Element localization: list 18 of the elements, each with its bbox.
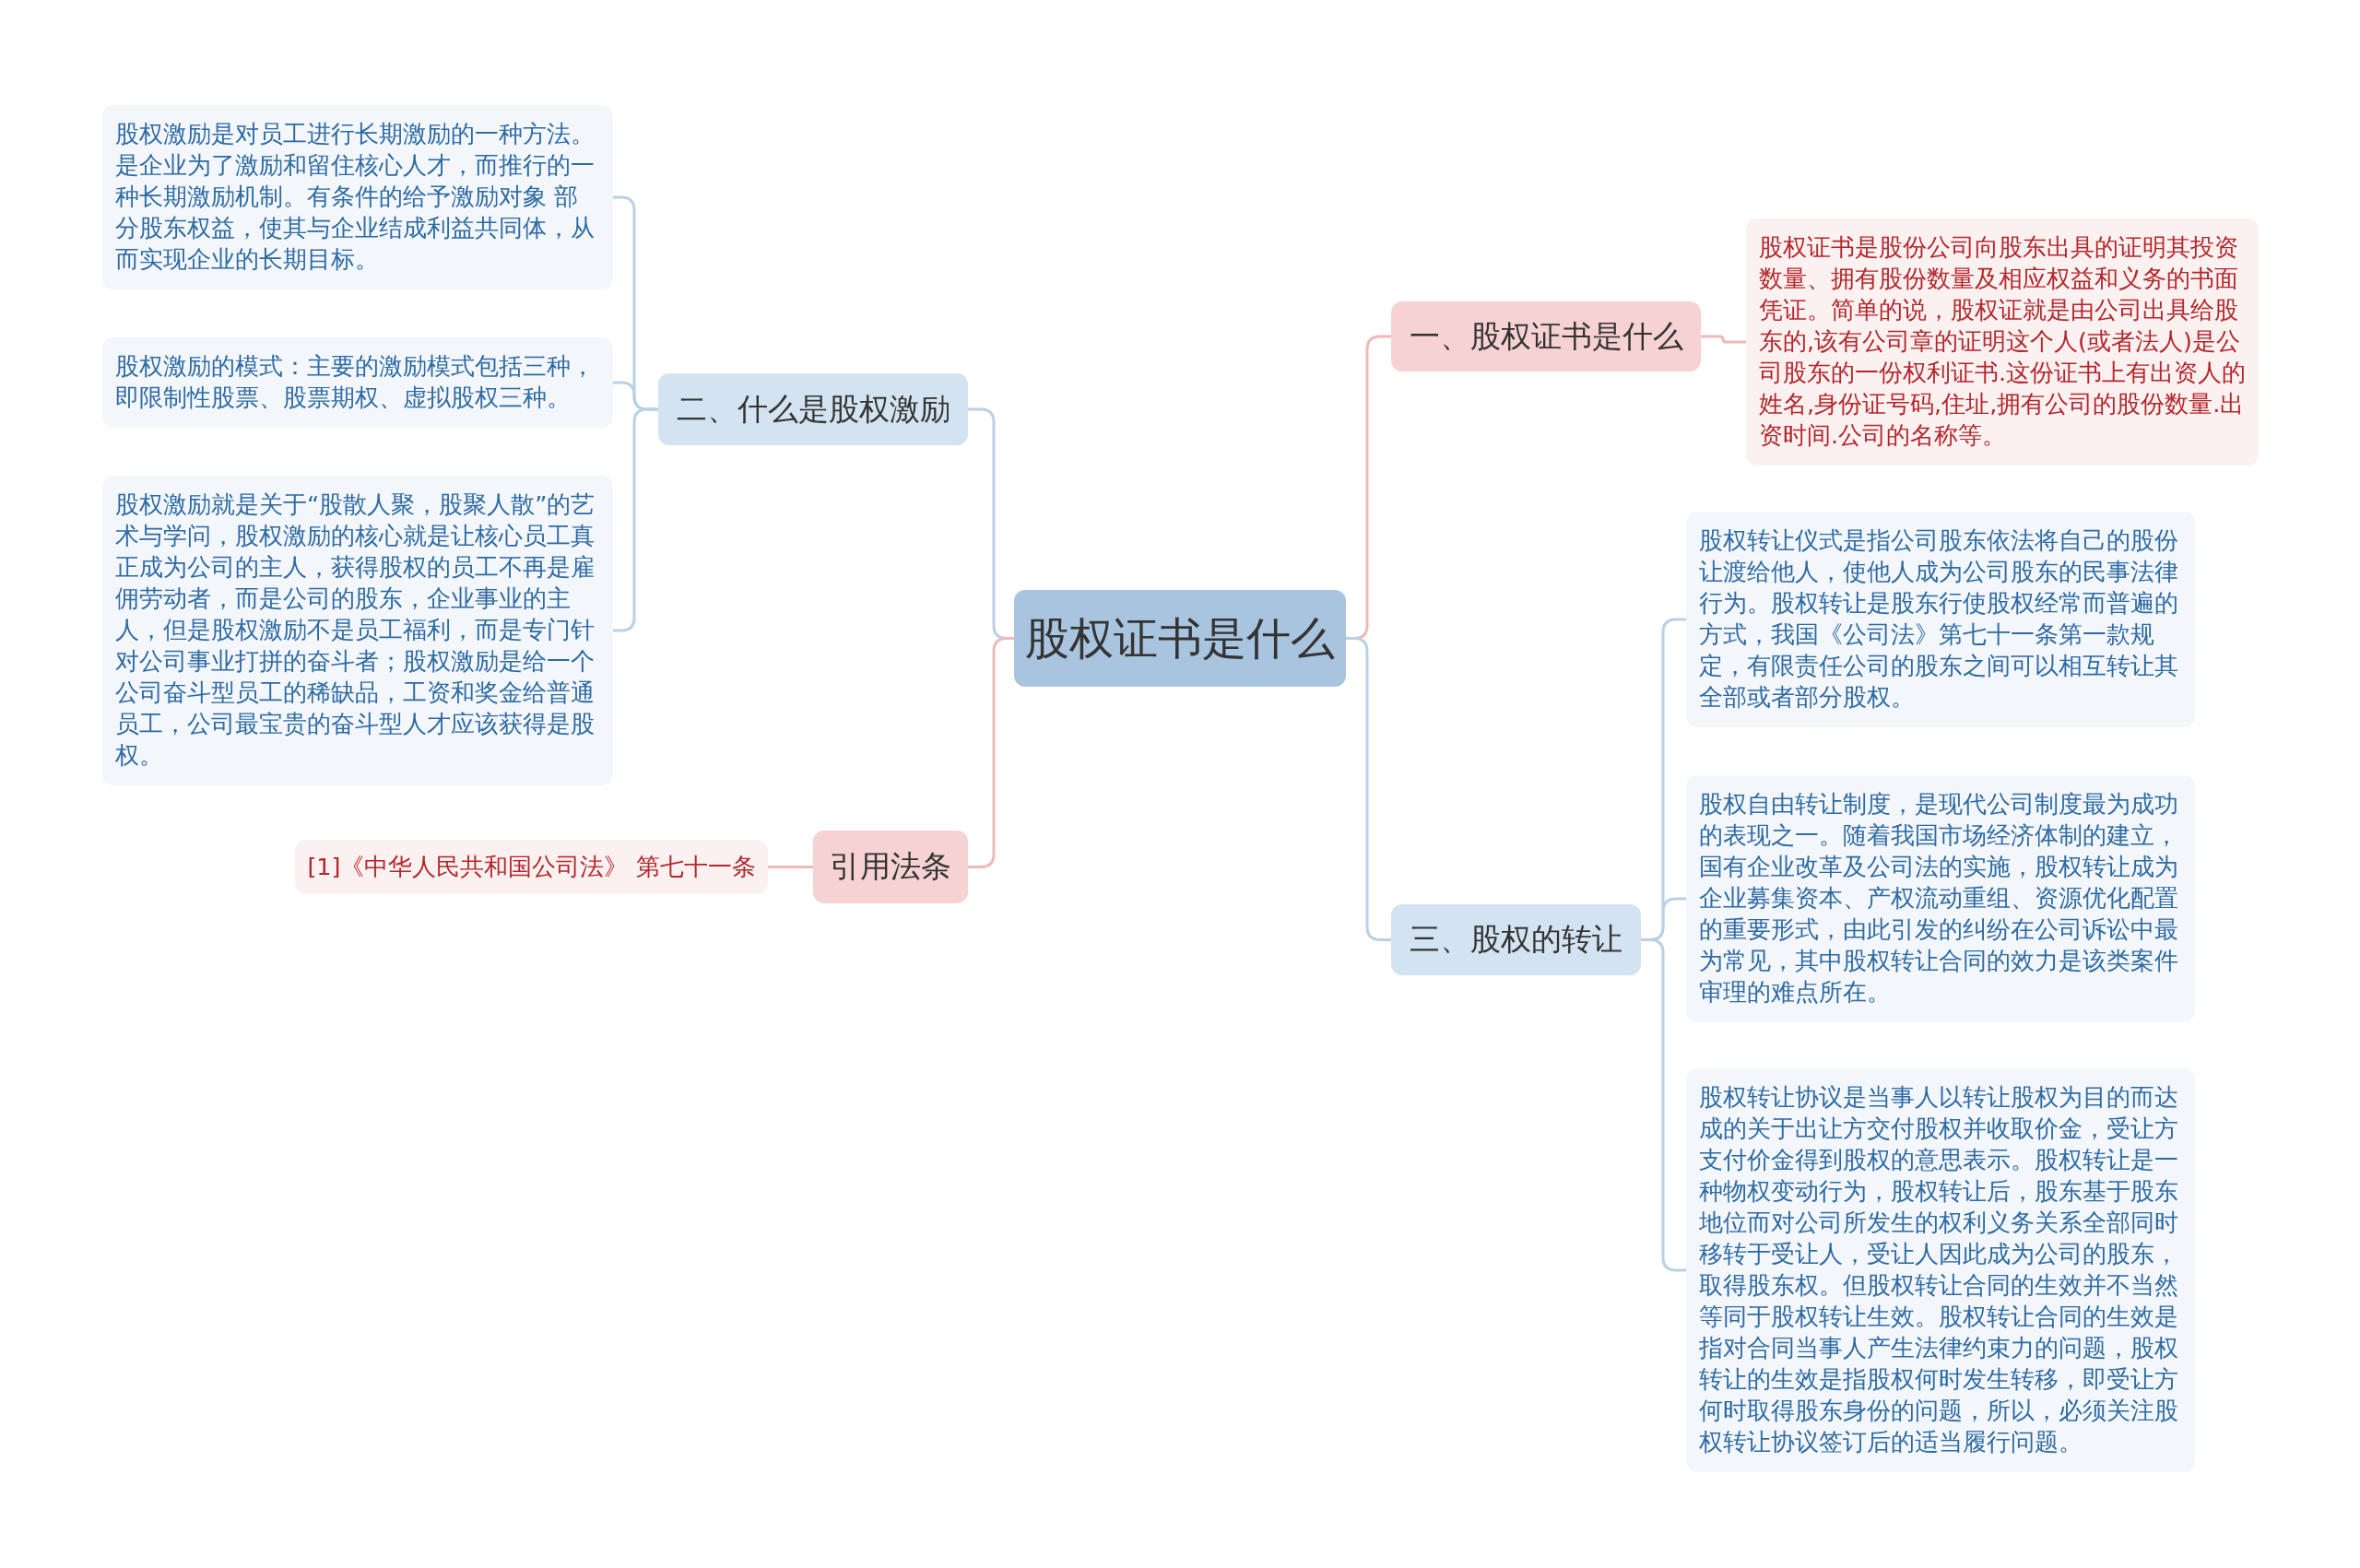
topic-box: 一、股权证书是什么 [1391, 301, 1701, 371]
text-box: 股权激励是对员工进行长期激励的一种方法。是企业为了激励和留住核心人才，而推行的一种长期激励机制。有条件的给予激励对象 部分股东权益，使其与企业结成利益共同体，从而实现企业的长期目标。 [102, 105, 613, 289]
central-topic-box: 股权证书是什么 [1014, 590, 1346, 687]
text-box: 股权转让仪式是指公司股东依法将自己的股份让渡给他人，使他人成为公司股东的民事法律行为。股权转让是股东行使股权经常而普遍的方式，我国《公司法》第七十一条第一款规定，有限责任公司的股东之间可以相互转让其全部或者部分股权。 [1686, 512, 2195, 727]
text-box: 股权证书是股份公司向股东出具的证明其投资数量、拥有股份数量及相应权益和义务的书面凭证。简单的说，股权证就是由公司出具给股东的,该有公司章的证明这个人(或者法人)是公司股东的一份权利证书.这份证书上有出资人的姓名,身份证号码,住址,拥有公司的股份数量.出资时间.公司的名称等。 [1746, 218, 2259, 466]
text-box: 股权自由转让制度，是现代公司制度最为成功的表现之一。随着我国市场经济体制的建立，国有企业改革及公司法的实施，股权转让成为企业募集资本、产权流动重组、资源优化配置的重要形式，由此引发的纠纷在公司诉讼中最为常见，其中股权转让合同的效力是该类案件审理的难点所在。 [1686, 775, 2195, 1022]
connector [768, 866, 813, 868]
reference-box: [1]《中华人民共和国公司法》 第七十一条 [295, 840, 768, 894]
topic-box: 二、什么是股权激励 [658, 373, 968, 445]
connector [1641, 938, 1686, 1272]
text-box: 股权激励就是关于“股散人聚，股聚人散”的艺术与学问，股权激励的核心就是让核心员工真正成为公司的主人，获得股权的员工不再是雇佣劳动者，而是公司的股东，企业事业的主人，但是股权激励不是员工福利，而是专门针对公司事业打拼的奋斗者；股权激励是给一个公司奋斗型员工的稀缺品，工资和奖金给普通员工，公司最宝贵的奋斗型人才应该获得是股权。 [102, 476, 613, 785]
text-box: 股权转让协议是当事人以转让股权为目的而达成的关于出让方交付股权并收取价金，受让方支付价金得到股权的意思表示。股权转让是一种物权变动行为，股权转让后，股东基于股东地位而对公司所发生的权利义务关系全部同时移转于受让人，受让人因此成为公司的股东，取得股东权。但股权转让合同的生效并不当然等同于股权转让生效。股权转让合同的生效是指对合同当事人产生法律约束力的问题，股权转让的生效是指股权何时发生转移，即受让方何时取得股东身份的问题，所以，必须关注股权转让协议签订后的适当履行问题。 [1686, 1068, 2195, 1472]
text-box: 股权激励的模式：主要的激励模式包括三种，即限制性股票、股票期权、虚拟股权三种。 [102, 337, 613, 428]
connector [1701, 335, 1746, 344]
connector [1346, 637, 1391, 941]
connector [613, 407, 658, 632]
topic-box: 三、股权的转让 [1391, 904, 1641, 975]
topic-box: 引用法条 [813, 831, 968, 903]
